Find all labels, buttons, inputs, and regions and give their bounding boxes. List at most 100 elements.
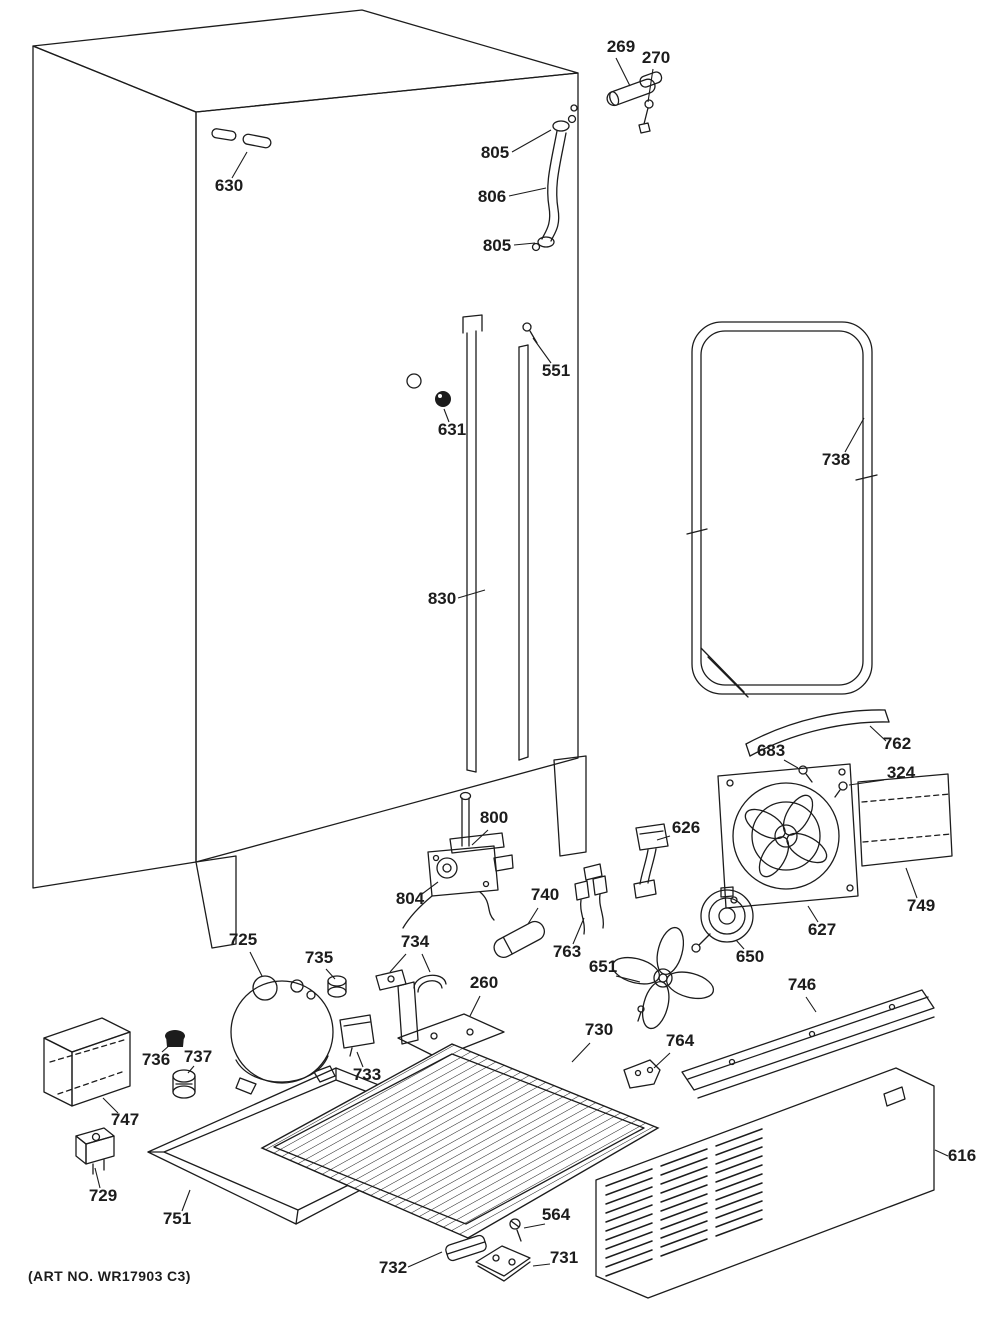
vent-slot: [715, 1137, 763, 1156]
part-label-806: 806: [478, 187, 506, 206]
part-label-737: 737: [184, 1047, 212, 1066]
vent-slot: [660, 1157, 708, 1176]
vent-slot: [715, 1209, 763, 1228]
support-brace: [745, 709, 890, 757]
vent-slot: [715, 1146, 763, 1165]
leader-line-746: [805, 996, 817, 1013]
part-labels: 2692708058068056305516317388308008046266…: [89, 37, 976, 1277]
condenser-rail: [681, 989, 935, 1099]
leader-line-734: [389, 953, 407, 973]
vent-slots: [605, 1128, 763, 1277]
vent-slot: [660, 1220, 708, 1239]
leader-line-751: [181, 1189, 191, 1212]
vent-slot: [605, 1213, 653, 1232]
leader-line-324: [848, 779, 885, 786]
vent-slot: [605, 1186, 653, 1205]
leader-line-626: [656, 835, 671, 841]
vent-slot: [715, 1191, 763, 1210]
part-label-805: 805: [483, 236, 511, 255]
shelf-studs: [211, 128, 272, 149]
leader-line-729: [94, 1167, 101, 1189]
leader-line-806: [508, 187, 547, 197]
vent-slot: [605, 1258, 653, 1277]
vent-slot: [660, 1211, 708, 1230]
leader-line-747: [102, 1097, 119, 1114]
leader-line-631: [443, 408, 450, 423]
leader-line-725: [249, 951, 263, 977]
leader-line-650: [735, 939, 745, 950]
part-label-733: 733: [353, 1065, 381, 1084]
compressor: [230, 975, 336, 1095]
part-label-746: 746: [788, 975, 816, 994]
part-label-683: 683: [757, 741, 785, 760]
leader-line-800: [471, 829, 489, 846]
vent-slot: [660, 1202, 708, 1221]
part-label-270: 270: [642, 48, 670, 67]
vent-slot: [715, 1173, 763, 1192]
rear-panel: [595, 1067, 935, 1299]
fan-motor: [691, 886, 754, 953]
grommets-631: [406, 373, 451, 407]
screw-324: [834, 781, 848, 798]
cabinet-outline: [32, 9, 587, 949]
vent-slot: [715, 1200, 763, 1219]
part-label-564: 564: [542, 1205, 571, 1224]
part-label-730: 730: [585, 1020, 613, 1039]
leader-line-738: [844, 417, 865, 453]
vent-slot: [660, 1166, 708, 1185]
vent-slot: [660, 1184, 708, 1203]
part-label-650: 650: [736, 947, 764, 966]
leader-line-805: [511, 129, 552, 153]
valve-tube-800: [459, 791, 472, 801]
defrost-thermostat: [633, 823, 669, 899]
leader-line-732: [407, 1251, 443, 1268]
vent-slot: [715, 1164, 763, 1183]
leader-line-764: [653, 1052, 671, 1069]
part-label-630: 630: [215, 176, 243, 195]
leader-line-564: [523, 1223, 546, 1229]
terminal-cover: [43, 1017, 131, 1107]
vent-slot: [715, 1218, 763, 1237]
wire-harness: [574, 863, 608, 935]
tube-brackets: [375, 969, 447, 993]
leader-line-737: [187, 1065, 195, 1074]
part-label-631: 631: [438, 420, 466, 439]
screw-683: [798, 765, 813, 783]
leader-line-740: [527, 907, 539, 925]
mounting-grommet: [327, 975, 347, 998]
leader-line-651: [615, 975, 641, 983]
part-label-736: 736: [142, 1050, 170, 1069]
leader-line-731: [532, 1263, 551, 1267]
part-label-732: 732: [379, 1258, 407, 1277]
part-label-725: 725: [229, 930, 257, 949]
leader-line-551: [532, 337, 552, 364]
leader-line-762: [869, 725, 887, 742]
vent-slot: [660, 1175, 708, 1194]
part-label-763: 763: [553, 942, 581, 961]
fan-shroud: [717, 763, 859, 909]
leader-line-730: [571, 1042, 591, 1063]
leader-line-749: [905, 867, 918, 899]
part-label-800: 800: [480, 808, 508, 827]
breaker-rail: [462, 314, 529, 773]
vent-slot: [605, 1222, 653, 1241]
part-label-729: 729: [89, 1186, 117, 1205]
part-label-738: 738: [822, 450, 850, 469]
leader-line-270: [647, 68, 654, 103]
vent-slot: [605, 1177, 653, 1196]
part-label-762: 762: [883, 734, 911, 753]
relay: [339, 1014, 375, 1057]
tube-clip: [623, 1059, 661, 1089]
condenser-coil: [260, 1043, 660, 1239]
leader-line-260: [469, 995, 481, 1017]
condenser-bracket: [397, 981, 505, 1059]
mounting-bracket: [475, 1245, 531, 1282]
part-label-627: 627: [808, 920, 836, 939]
vent-slot: [605, 1240, 653, 1259]
vent-slot: [605, 1231, 653, 1250]
part-label-751: 751: [163, 1209, 191, 1228]
vent-slot: [660, 1238, 708, 1257]
part-label-749: 749: [907, 896, 935, 915]
vent-slot: [605, 1249, 653, 1268]
